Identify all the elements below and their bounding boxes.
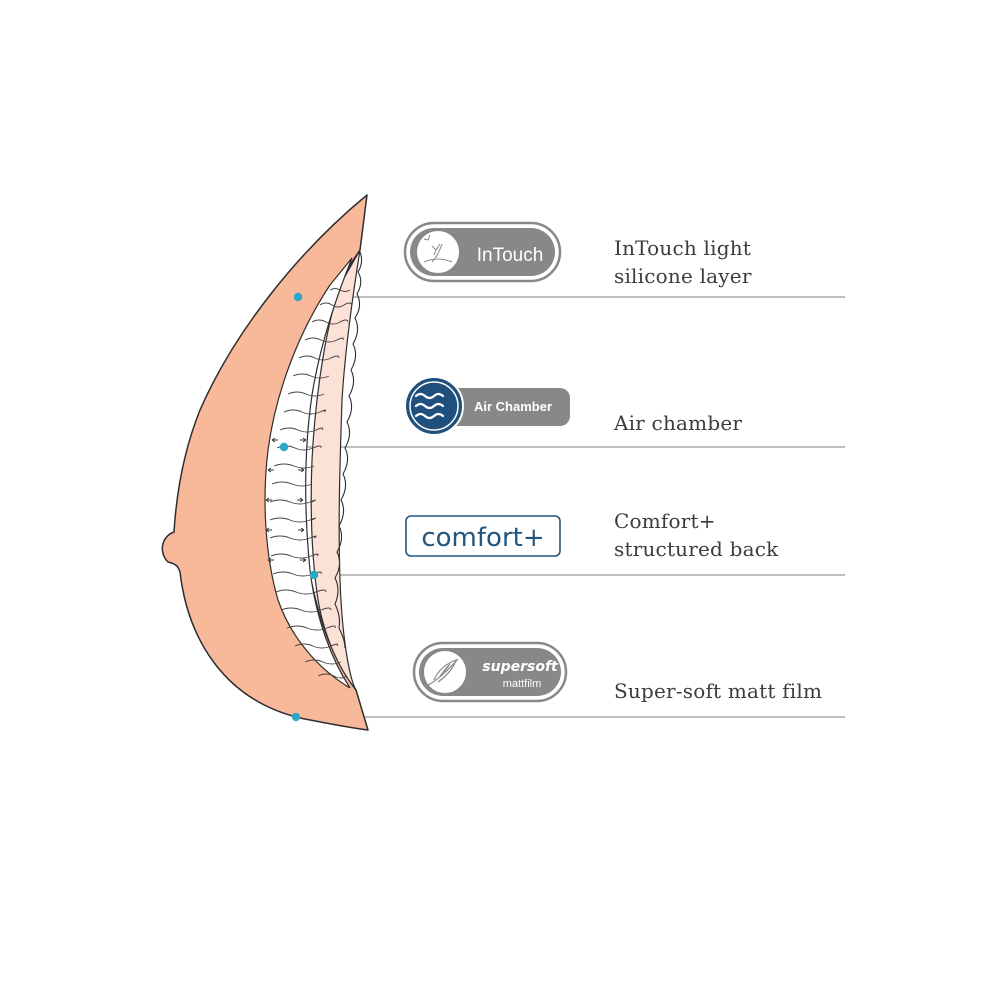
badge-comfort-text: comfort+ [421, 523, 544, 553]
air-chamber-waves [269, 288, 353, 679]
label-comfort-line-2: structured back [614, 537, 779, 561]
label-intouch: InTouch light silicone layer [614, 234, 752, 290]
badge-air-chamber: Air Chamber [404, 376, 570, 436]
label-comfort: Comfort+ structured back [614, 507, 778, 563]
badge-air-chamber-text: Air Chamber [474, 399, 552, 414]
badge-comfort: comfort+ [405, 515, 561, 557]
marker-air-chamber [279, 442, 289, 452]
badge-supersoft: supersoft mattfilm [412, 641, 568, 703]
label-air-chamber-line-1: Air chamber [614, 411, 743, 435]
badge-intouch: InTouch [403, 221, 562, 283]
label-intouch-line-2: silicone layer [614, 264, 752, 288]
marker-comfort [309, 570, 319, 580]
label-air-chamber: Air chamber [614, 409, 742, 437]
label-supersoft: Super-soft matt film [614, 677, 822, 705]
label-supersoft-line-1: Super-soft matt film [614, 679, 823, 703]
badge-intouch-text: InTouch [477, 245, 544, 266]
back-layer-edge [334, 251, 363, 649]
marker-supersoft [291, 712, 301, 722]
comfort-plus-logo [405, 515, 561, 557]
label-intouch-line-1: InTouch light [614, 236, 752, 260]
badge-supersoft-text: supersoft [482, 659, 559, 675]
badge-supersoft-subtext: mattfilm [503, 678, 542, 690]
air-chamber-region [264, 257, 353, 689]
dandelion-icon [415, 229, 461, 275]
marker-intouch [293, 292, 303, 302]
label-comfort-line-1: Comfort+ [614, 509, 716, 533]
breast-form-cross-section [161, 194, 369, 731]
air-flow-arrows [265, 437, 307, 563]
layer-markers [279, 292, 319, 722]
leader-lines [284, 296, 845, 718]
